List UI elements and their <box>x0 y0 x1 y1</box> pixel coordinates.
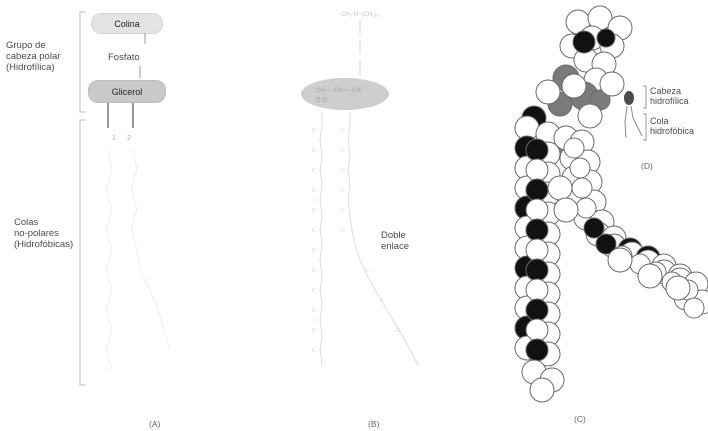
hydrophobic-tail-label: Cola hidrofóbica <box>650 116 694 136</box>
panel-d-caption: (D) <box>641 161 653 171</box>
hydrophilic-head-label: Cabeza hidrofílica <box>650 86 689 106</box>
tail-label-line-1: Cola <box>650 116 694 126</box>
head-bracket <box>643 86 646 108</box>
tail-bracket <box>643 114 646 140</box>
hydrophilic-head-icon <box>624 91 634 105</box>
hydrophobic-tail-icon <box>625 106 642 138</box>
head-label-line-2: hidrofílica <box>650 96 689 106</box>
tail-label-line-2: hidrofóbica <box>650 126 694 136</box>
head-label-line-1: Cabeza <box>650 86 689 96</box>
